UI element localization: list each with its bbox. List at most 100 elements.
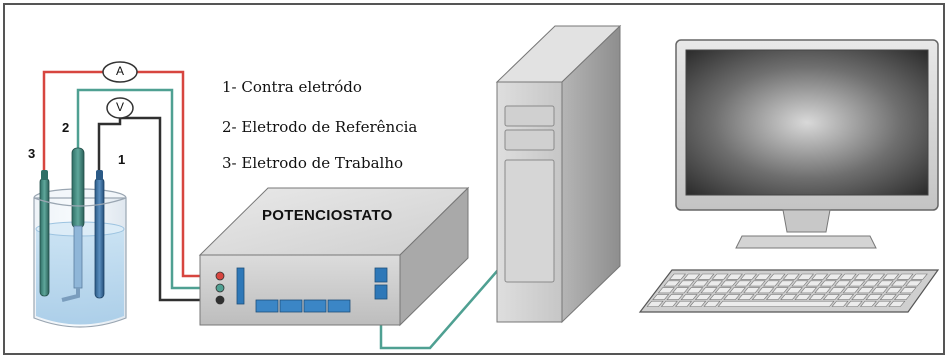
counter-electrode-wire — [42, 70, 103, 178]
monitor — [675, 39, 939, 249]
keyboard-key — [871, 287, 889, 294]
electrode-label-3: 3 — [28, 146, 36, 161]
keyboard-key — [765, 294, 784, 301]
keyboard-key — [700, 287, 718, 294]
keyboard-key — [814, 287, 832, 294]
keyboard-key — [856, 287, 874, 294]
luggin-capillary — [61, 288, 80, 302]
drive-bay-2 — [504, 129, 555, 151]
keyboard-key — [851, 294, 869, 301]
tower-panel — [504, 159, 555, 283]
keyboard-key — [794, 294, 812, 301]
keyboard-key — [905, 280, 923, 287]
keyboard-key — [780, 294, 798, 301]
keyboard-keys — [646, 273, 928, 307]
keyboard-key — [848, 280, 866, 287]
left-indicator-bar — [236, 267, 245, 305]
keyboard-key — [657, 287, 675, 294]
ammeter-body — [102, 61, 138, 83]
counter-electrode-cap — [96, 170, 103, 180]
keyboard-key — [720, 280, 738, 287]
keyboard-key — [888, 300, 906, 307]
keyboard-key — [882, 273, 900, 280]
keyboard-key — [828, 287, 846, 294]
keyboard-key — [834, 280, 852, 287]
keyboard-key — [896, 273, 914, 280]
voltmeter — [106, 97, 134, 119]
keyboard-key — [748, 280, 766, 287]
ammeter-label: A — [116, 64, 125, 78]
panel-button — [279, 299, 303, 313]
keyboard-key — [862, 280, 880, 287]
keyboard-key — [691, 280, 709, 287]
reference-electrode — [71, 147, 85, 229]
monitor-screen — [685, 49, 929, 196]
potentiostat-title: POTENCIOSTATO — [262, 207, 393, 224]
keyboard-key — [811, 273, 829, 280]
keyboard-key — [762, 280, 780, 287]
keyboard-key — [822, 294, 840, 301]
keyboard-key — [663, 280, 681, 287]
keyboard-key — [796, 273, 815, 280]
keyboard-key — [805, 280, 823, 287]
connector-port — [374, 284, 388, 300]
working-electrode-wire — [97, 118, 122, 178]
keyboard-key — [899, 287, 917, 294]
keyboard-key — [845, 300, 863, 307]
keyboard-key — [660, 300, 678, 307]
beaker-rim-front — [33, 197, 127, 207]
keyboard-key — [711, 273, 729, 280]
keyboard-key — [677, 280, 695, 287]
working-terminal — [215, 295, 225, 305]
keyboard-key — [890, 280, 908, 287]
reference-terminal — [215, 283, 225, 293]
keyboard-key — [859, 300, 877, 307]
keyboard-key — [791, 280, 809, 287]
keyboard-key — [734, 280, 752, 287]
monitor-neck — [782, 209, 831, 233]
keyboard-key — [697, 273, 715, 280]
counter-electrode — [94, 177, 105, 299]
keyboard-key — [885, 287, 903, 294]
keyboard-key — [819, 280, 837, 287]
keyboard-key — [910, 273, 928, 280]
keyboard-key — [668, 273, 687, 280]
potentiostat-front — [199, 254, 401, 326]
electrode-label-2: 2 — [62, 120, 70, 135]
panel-button — [255, 299, 279, 313]
monitor-base — [735, 235, 877, 249]
working-electrode-cap — [41, 170, 48, 180]
keyboard — [638, 269, 940, 313]
keyboard-key — [837, 294, 855, 301]
keyboard-key — [723, 294, 741, 301]
potentiostat — [198, 186, 470, 327]
drive-bay-1 — [504, 105, 555, 127]
keyboard-key — [808, 294, 826, 301]
keyboard-key — [689, 300, 707, 307]
keyboard-key — [737, 294, 755, 301]
keyboard-key — [800, 287, 818, 294]
keyboard-key — [694, 294, 712, 301]
keyboard-key — [680, 294, 698, 301]
keyboard-key — [652, 294, 670, 301]
keyboard-key — [865, 294, 883, 301]
reference-electrode-tip — [73, 225, 83, 289]
electrode-label-1: 1 — [118, 152, 126, 167]
keyboard-key — [717, 300, 835, 307]
counter-terminal — [215, 271, 225, 281]
keyboard-key — [868, 273, 886, 280]
legend-working-electrode: 3- Eletrodo de Trabalho — [222, 154, 404, 172]
keyboard-key — [751, 294, 769, 301]
keyboard-key — [893, 294, 912, 301]
button-row — [255, 299, 351, 313]
legend-reference-electrode: 2- Eletrodo de Referência — [222, 118, 418, 136]
circuit-wires — [42, 70, 499, 350]
keyboard-key — [728, 287, 746, 294]
keyboard-key — [876, 280, 894, 287]
reference-electrode-wire — [76, 88, 212, 290]
keyboard-key — [675, 300, 693, 307]
keyboard-key — [714, 287, 732, 294]
voltmeter-body — [106, 97, 134, 119]
keyboard-key — [666, 294, 684, 301]
